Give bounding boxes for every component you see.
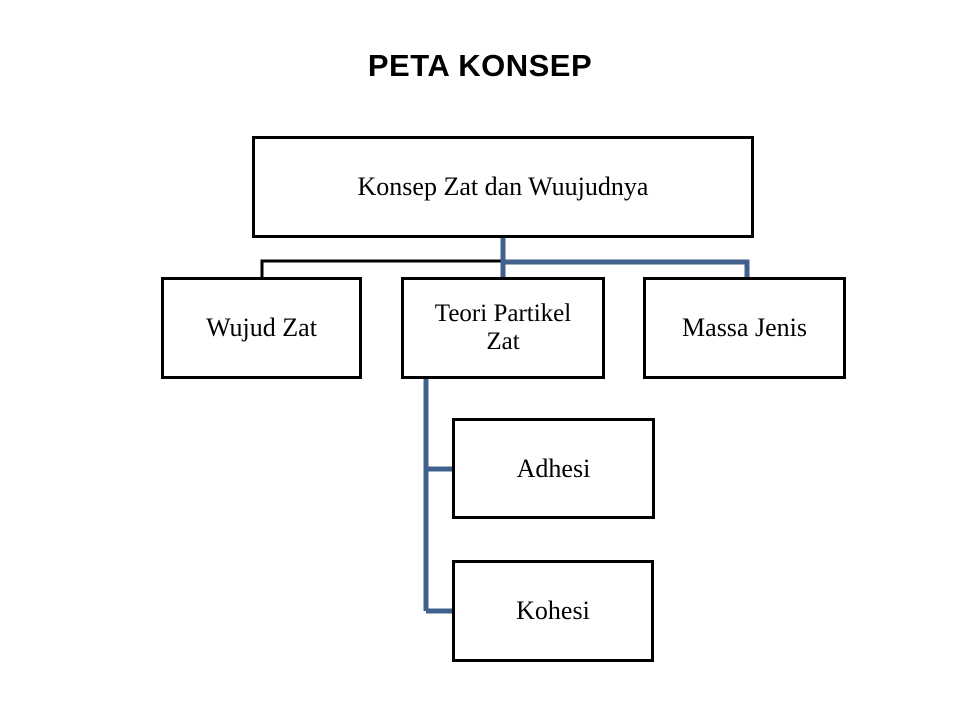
node-label: Massa Jenis — [682, 313, 807, 343]
edge-teori-to-children — [423, 378, 454, 614]
node-label: Adhesi — [516, 453, 591, 483]
node-label-line2: Zat — [486, 328, 520, 355]
node-adhesi[interactable]: Adhesi — [452, 418, 655, 519]
node-label: Wujud Zat — [206, 313, 317, 343]
node-label: Konsep Zat dan Wuujudnya — [357, 172, 649, 202]
node-wujud-zat[interactable]: Wujud Zat — [161, 277, 362, 379]
edge-root-to-wujud-zat — [260, 238, 505, 279]
node-teori-partikel-zat[interactable]: Teori Partikel Zat — [401, 277, 605, 379]
edge-root-to-massa-jenis — [503, 259, 750, 279]
node-konsep-zat-dan-wujudnya[interactable]: Konsep Zat dan Wuujudnya — [252, 136, 754, 238]
node-massa-jenis[interactable]: Massa Jenis — [643, 277, 846, 379]
node-label: Teori Partikel Zat — [410, 300, 596, 356]
node-label: Kohesi — [516, 596, 590, 626]
node-kohesi[interactable]: Kohesi — [452, 560, 654, 662]
node-label-line1: Teori Partikel — [434, 300, 572, 327]
page-title: PETA KONSEP — [367, 48, 593, 83]
